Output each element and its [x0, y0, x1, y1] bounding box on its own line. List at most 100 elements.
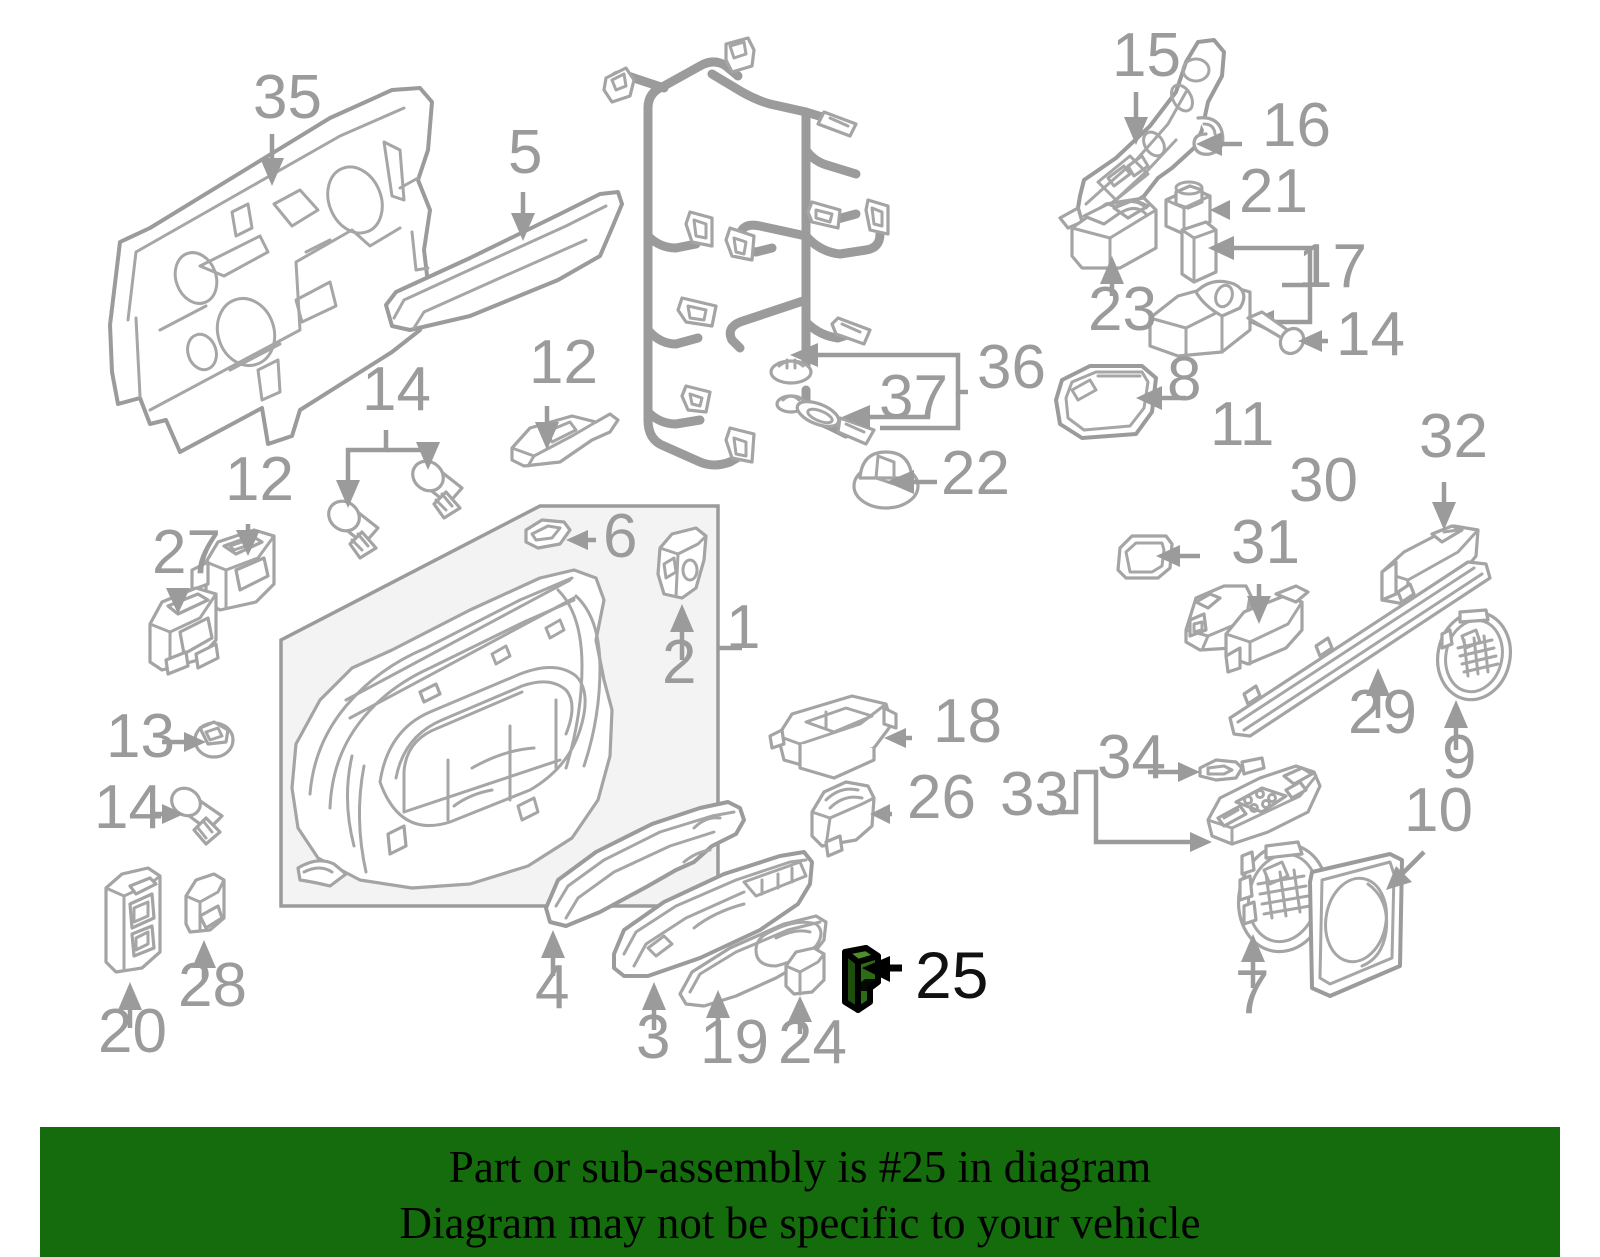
callout-21: 21	[1239, 157, 1308, 226]
callout-28: 28	[178, 951, 247, 1020]
part-2-bracket	[656, 526, 708, 600]
callout-33: 33	[1000, 760, 1069, 829]
callout-35: 35	[253, 63, 322, 132]
leader-8	[1136, 386, 1186, 410]
banner-line-2: Diagram may not be specific to your vehi…	[399, 1197, 1201, 1248]
part-22-knob	[852, 450, 920, 510]
leader-16	[1196, 132, 1242, 156]
callout-34: 34	[1097, 723, 1166, 792]
part-1-door-trim-panel	[279, 504, 720, 908]
callout-30: 30	[1289, 446, 1358, 515]
part-34-actuator-pin	[1198, 756, 1266, 782]
callout-27: 27	[152, 518, 221, 587]
callout-31: 31	[1231, 508, 1300, 577]
callout-14-left: 14	[94, 773, 163, 842]
part-14a-screw	[1246, 310, 1306, 356]
part-13-plug	[193, 720, 235, 759]
part-18-tray	[768, 694, 898, 780]
part-14b-screws	[327, 459, 464, 560]
part-3-armrest-base	[612, 850, 814, 978]
callout-14-top: 14	[362, 355, 431, 424]
part-33-lock-module	[1206, 764, 1322, 846]
part-17a-clip	[1180, 220, 1218, 284]
part-9-speaker	[1436, 608, 1512, 702]
part-10-speaker-grille	[1308, 852, 1404, 998]
callout-25-highlighted: 25	[915, 938, 988, 1012]
leader-33	[1052, 769, 1212, 852]
leader-3	[642, 982, 666, 1030]
part-8-handle-cover	[1054, 364, 1158, 440]
callout-36: 36	[977, 333, 1046, 402]
part-20-switch-panel	[104, 866, 162, 974]
part-17b-housing	[1148, 279, 1252, 358]
callout-8: 8	[1167, 345, 1201, 414]
callout-23: 23	[1088, 275, 1157, 344]
leader-14b	[336, 430, 440, 508]
callout-labels: 35 5 15 16 21 17 23 14 12 14 36 37 8 11 …	[94, 21, 1488, 1077]
callout-4: 4	[535, 953, 569, 1022]
part-35-insulator	[108, 86, 434, 454]
part-32-window-motor	[1380, 524, 1480, 606]
callout-10: 10	[1404, 776, 1473, 845]
callout-12-top: 12	[529, 328, 598, 397]
part-28-clip	[184, 872, 226, 934]
part-25-highlighted-clip[interactable]	[842, 945, 881, 1013]
part-29-run-channel	[1228, 560, 1492, 738]
part-4-armrest	[544, 800, 746, 928]
callout-11: 11	[1210, 390, 1274, 459]
callout-9: 9	[1442, 723, 1476, 792]
leader-36	[790, 343, 968, 431]
leader-12a	[535, 406, 559, 450]
leader-13	[162, 732, 206, 752]
leader-14a	[1298, 330, 1328, 352]
part-24-clip	[784, 946, 826, 996]
leader-18	[884, 728, 912, 748]
part-5-upper-trim	[384, 190, 624, 332]
leader-9	[1444, 700, 1468, 750]
leader-23	[1100, 256, 1124, 296]
leader-21	[1210, 200, 1230, 220]
callout-13: 13	[106, 702, 175, 771]
callout-37: 37	[879, 363, 948, 432]
callout-5: 5	[508, 118, 542, 187]
leader-2	[670, 604, 694, 660]
callout-7: 7	[1235, 958, 1269, 1027]
callout-3: 3	[636, 1003, 670, 1072]
leader-20	[118, 982, 142, 1028]
part-23-window-switch	[1070, 196, 1158, 270]
callout-6: 6	[603, 502, 637, 571]
part-36-wiring-harness	[602, 36, 890, 470]
callout-1: 1	[726, 593, 760, 662]
part-12b-switch	[190, 528, 276, 612]
leader-11	[1156, 545, 1200, 567]
leader-28	[192, 940, 216, 982]
callout-32: 32	[1419, 402, 1488, 471]
leader-12b	[236, 524, 260, 556]
banner-line-1: Part or sub-assembly is #25 in diagram	[448, 1142, 1152, 1192]
part-26-grip	[810, 780, 876, 858]
leader-6	[566, 530, 596, 550]
callout-19: 19	[700, 1008, 769, 1077]
leader-27	[166, 588, 190, 614]
leader-34	[1148, 762, 1200, 782]
info-banner: Part or sub-assembly is #25 in diagram D…	[40, 1127, 1560, 1257]
callout-29: 29	[1348, 678, 1417, 747]
leader-29	[1366, 668, 1390, 718]
callout-18: 18	[933, 687, 1002, 756]
leader-14c	[150, 804, 184, 824]
callout-12-left: 12	[225, 445, 294, 514]
callout-22: 22	[941, 439, 1010, 508]
part-6-clip	[524, 518, 572, 550]
callout-20: 20	[98, 997, 167, 1066]
leader-7	[1241, 934, 1265, 988]
leader-37	[842, 405, 930, 429]
callout-16: 16	[1262, 91, 1331, 160]
part-19-handle-strip	[678, 914, 828, 1008]
callout-26: 26	[907, 763, 976, 832]
leader-25	[862, 956, 902, 982]
part-7-speaker	[1236, 840, 1330, 954]
callout-14-right: 14	[1336, 300, 1405, 369]
callout-2: 2	[662, 628, 696, 697]
